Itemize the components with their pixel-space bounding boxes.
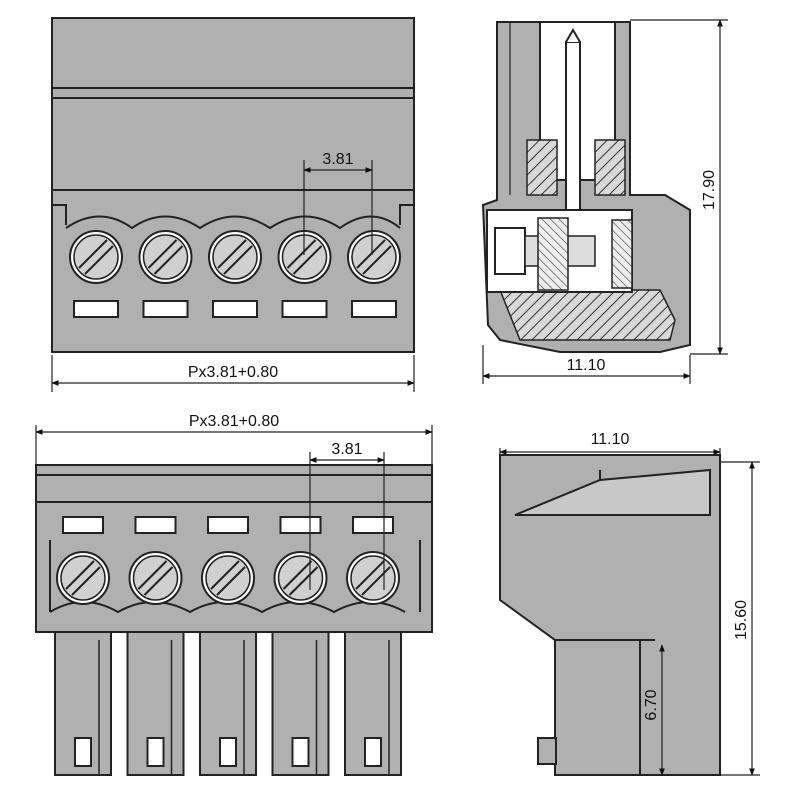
bottom-front-pin-5 [344,631,402,776]
top-front-view: 3.81 Px3.81+0.80 [51,17,415,392]
top-front-slot-4 [281,300,328,318]
top-front-screw-2 [138,230,193,284]
top-front-slot-3 [212,300,258,318]
bottom-front-pin-3 [199,631,257,776]
bottom-front-screw-4 [273,551,328,605]
bottom-front-screw-3 [201,551,255,605]
bottom-front-slot-1 [62,516,104,534]
bottom-front-screw-5 [346,551,400,605]
bottom-front-slot-2 [134,516,177,534]
top-front-screw-5 [347,230,401,284]
bottom-front-pin-4 [271,631,330,776]
bottom-side-latch [537,737,557,765]
bottom-front-slots [62,516,394,534]
bottom-front-width-dimension: Px3.81+0.80 [35,413,433,465]
bottom-side-depth-label: 11.10 [591,431,630,448]
top-front-slot-5 [351,300,397,318]
bottom-front-pitch-label: 3.81 [331,441,362,458]
bottom-side-height-dimension: 15.60 [720,461,760,776]
bottom-side-pin-dimension: 6.70 [643,644,665,776]
top-front-body [51,17,415,353]
top-side-height-dimension: 17.90 [630,19,728,355]
bottom-front-screw-1 [56,551,110,605]
top-front-slot-1 [73,300,119,318]
bottom-side-depth-dimension: 11.10 [499,431,721,455]
bottom-side-lower-body [554,639,641,776]
top-front-width-label: Px3.81+0.80 [188,364,278,381]
bottom-front-slot-3 [207,516,249,534]
bottom-side-height-label: 15.60 [733,600,750,640]
bottom-front-pin-1 [54,631,112,776]
top-side-screw-head [494,227,526,275]
top-side-pin [565,41,581,223]
bottom-front-pins [54,631,402,776]
bottom-front-slot-4 [279,516,322,534]
top-side-depth-label: 11.10 [567,357,606,374]
bottom-front-screws [56,551,400,605]
top-front-screw-1 [69,230,123,284]
bottom-front-width-label: Px3.81+0.80 [189,413,279,430]
bottom-front-pin-2 [126,631,185,776]
bottom-side-pin-label: 6.70 [643,689,660,720]
top-front-screw-3 [208,230,262,284]
bottom-front-screw-2 [128,551,183,605]
top-front-slot-2 [142,300,189,318]
top-front-pitch-label: 3.81 [322,151,353,168]
top-side-view: 17.90 11.10 [481,19,728,384]
bottom-side-view: 11.10 15.60 6.70 [499,431,760,776]
bottom-front-view: Px3.81+0.80 3.81 [35,413,433,776]
top-side-height-label: 17.90 [701,170,718,210]
top-front-screws [69,230,401,284]
top-front-screw-4 [277,230,332,284]
top-side-depth-dimension: 11.10 [482,345,691,384]
bottom-front-body [35,464,433,633]
top-front-pitch-dimension: 3.81 [303,151,373,255]
top-front-width-dimension: Px3.81+0.80 [51,355,415,392]
bottom-front-slot-5 [352,516,394,534]
bottom-front-pitch-dimension: 3.81 [309,441,385,590]
top-front-slots [73,300,397,318]
